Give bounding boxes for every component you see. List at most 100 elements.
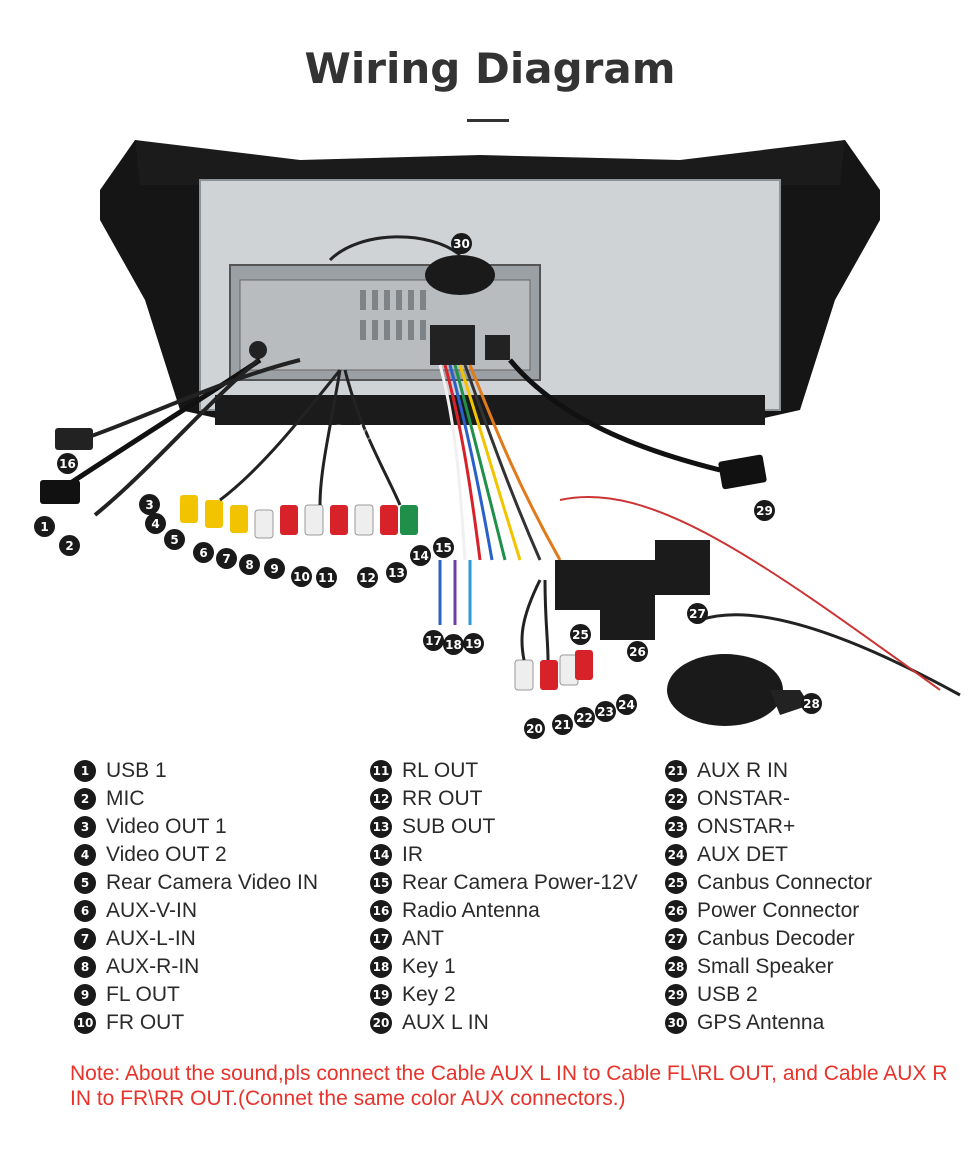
legend-number: 8 bbox=[74, 956, 96, 978]
callout-21: 21 bbox=[552, 714, 573, 735]
title-underline bbox=[467, 119, 509, 122]
legend-number: 26 bbox=[665, 900, 687, 922]
legend-number: 6 bbox=[74, 900, 96, 922]
legend-item: 28 Small Speaker bbox=[665, 953, 872, 981]
legend-label: Video OUT 1 bbox=[106, 815, 227, 838]
legend-number: 23 bbox=[665, 816, 687, 838]
legend-number: 18 bbox=[370, 956, 392, 978]
callout-19: 19 bbox=[463, 633, 484, 654]
legend-label: Small Speaker bbox=[697, 955, 834, 978]
legend-number: 5 bbox=[74, 872, 96, 894]
callout-2: 2 bbox=[59, 535, 80, 556]
legend-item: 3 Video OUT 1 bbox=[74, 813, 318, 841]
red-wire bbox=[559, 495, 941, 691]
legend-item: 15 Rear Camera Power-12V bbox=[370, 869, 638, 897]
legend-label: Rear Camera Power-12V bbox=[402, 871, 638, 894]
callout-18: 18 bbox=[443, 634, 464, 655]
legend-label: AUX DET bbox=[697, 843, 789, 866]
callout-27: 27 bbox=[687, 603, 708, 624]
aux-connector bbox=[485, 335, 510, 360]
callout-24: 24 bbox=[616, 694, 637, 715]
usb1-plug bbox=[40, 480, 80, 504]
legend-number: 14 bbox=[370, 844, 392, 866]
legend-label: ANT bbox=[402, 927, 444, 950]
legend-number: 22 bbox=[665, 788, 687, 810]
legend-label: USB 2 bbox=[697, 983, 758, 1006]
legend-item: 10 FR OUT bbox=[74, 1009, 318, 1037]
legend-number: 2 bbox=[74, 788, 96, 810]
wiring-illustration: Seicane bbox=[40, 140, 961, 726]
bezel-right-wing bbox=[750, 140, 880, 420]
callout-30: 30 bbox=[451, 233, 472, 254]
legend-label: Canbus Connector bbox=[697, 871, 873, 894]
legend-item: 6 AUX-V-IN bbox=[74, 897, 318, 925]
bezel-top bbox=[135, 140, 845, 185]
legend-number: 29 bbox=[665, 984, 687, 1006]
legend-number: 3 bbox=[74, 816, 96, 838]
callout-4: 4 bbox=[145, 513, 166, 534]
legend-number: 11 bbox=[370, 760, 392, 782]
callout-25: 25 bbox=[570, 624, 591, 645]
callout-9: 9 bbox=[264, 558, 285, 579]
rca-connectors bbox=[180, 495, 418, 539]
legend-label: AUX R IN bbox=[697, 759, 789, 782]
callout-1: 1 bbox=[34, 516, 55, 537]
legend-label: Power Connector bbox=[697, 899, 860, 922]
legend-number: 28 bbox=[665, 956, 687, 978]
legend-number: 9 bbox=[74, 984, 96, 1006]
legend-item: 25 Canbus Connector bbox=[665, 869, 872, 897]
legend-label: GPS Antenna bbox=[697, 1011, 825, 1034]
legend-number: 7 bbox=[74, 928, 96, 950]
mic-jack-port bbox=[249, 341, 267, 359]
radio-antenna-cable bbox=[79, 358, 301, 442]
speaker-cable bbox=[699, 613, 961, 697]
legend-item: 26 Power Connector bbox=[665, 897, 872, 925]
callout-26: 26 bbox=[627, 641, 648, 662]
small-speaker bbox=[667, 654, 783, 726]
legend-number: 19 bbox=[370, 984, 392, 1006]
callout-13: 13 bbox=[386, 562, 407, 583]
legend-number: 20 bbox=[370, 1012, 392, 1034]
legend-label: AUX-L-IN bbox=[106, 927, 196, 950]
callout-15: 15 bbox=[433, 537, 454, 558]
page-title: Wiring Diagram bbox=[304, 44, 676, 93]
legend-number: 10 bbox=[74, 1012, 96, 1034]
power-connector bbox=[600, 560, 655, 640]
legend-item: 7 AUX-L-IN bbox=[74, 925, 318, 953]
callout-23: 23 bbox=[595, 701, 616, 722]
legend-number: 15 bbox=[370, 872, 392, 894]
legend-number: 1 bbox=[74, 760, 96, 782]
callout-16: 16 bbox=[57, 453, 78, 474]
callout-11: 11 bbox=[316, 567, 337, 588]
watermark: Seicane bbox=[330, 420, 410, 445]
callout-22: 22 bbox=[574, 707, 595, 728]
legend-label: Rear Camera Video IN bbox=[106, 871, 319, 894]
vent-pattern bbox=[360, 290, 426, 340]
harness-wires bbox=[438, 364, 562, 561]
rca-bundle bbox=[219, 369, 402, 506]
callout-10: 10 bbox=[291, 566, 312, 587]
legend-label: Key 2 bbox=[402, 983, 456, 1006]
legend-item: 19 Key 2 bbox=[370, 981, 638, 1009]
legend-number: 12 bbox=[370, 788, 392, 810]
legend-label: FR OUT bbox=[106, 1011, 185, 1034]
legend-label: AUX-V-IN bbox=[106, 899, 198, 922]
callout-6: 6 bbox=[193, 542, 214, 563]
main-connector bbox=[430, 325, 475, 365]
legend-number: 25 bbox=[665, 872, 687, 894]
key-wires bbox=[438, 560, 472, 625]
legend-label: SUB OUT bbox=[402, 815, 496, 838]
